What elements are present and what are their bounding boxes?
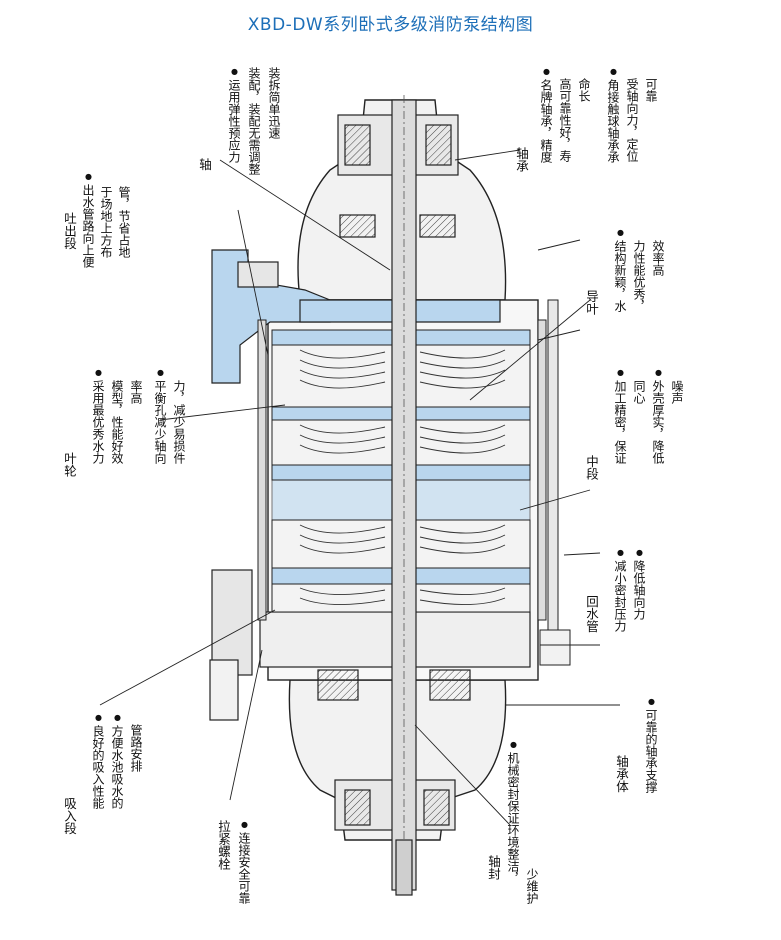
suction-text-1: 良好的吸入性能 xyxy=(88,713,108,809)
middle-text-3: 外壳厚实，降低 xyxy=(648,368,668,464)
guide-vane-text-3: 效率高 xyxy=(651,240,665,276)
shaft-seal-text-1: 机械密封保证环境整洁， xyxy=(503,740,523,884)
middle-text-4: 噪声 xyxy=(670,380,684,404)
impeller-text-4: 平衡孔减少轴向 xyxy=(150,368,170,464)
middle-section-label: 中段 xyxy=(584,455,599,480)
leader-lines xyxy=(99,149,620,826)
guide-vane-text-2: 力性能优秀， xyxy=(632,240,646,312)
diagram-title: XBD-DW系列卧式多级消防泵结构图 xyxy=(247,15,534,35)
bearing-text-3: 命长 xyxy=(577,78,591,102)
discharge-label: 吐出段 xyxy=(62,212,77,250)
pump-stages xyxy=(271,329,531,613)
middle-text-1: 加工精密，保证 xyxy=(610,368,630,464)
upper-bearing-housing xyxy=(337,114,459,238)
tie-bolt-label: 拉紧螺栓 xyxy=(216,820,231,870)
impeller-text-5: 力，减少易损件 xyxy=(172,380,186,464)
impeller-blades xyxy=(299,349,506,605)
shaft-label: 轴 xyxy=(197,158,212,171)
bearing-text-6: 可靠 xyxy=(644,78,658,102)
shaft-seal-text-2: 少维护 xyxy=(525,868,539,904)
shaft-text-2: 装配，装配无需调整 xyxy=(247,67,261,175)
middle-text-2: 同心 xyxy=(632,380,646,404)
shaft-seal-label: 轴封 xyxy=(486,855,501,880)
impeller-label: 叶轮 xyxy=(62,452,77,477)
bearing-label: 轴承 xyxy=(514,147,529,172)
bearing-body-text-1: 可靠的轴承支撑 xyxy=(641,697,661,793)
tie-bolts xyxy=(257,299,571,666)
bearing-text-4: 角接触球轴承承 xyxy=(603,67,623,163)
suction-label: 吸入段 xyxy=(62,797,77,835)
return-pipe-label: 回水管 xyxy=(584,595,599,633)
return-pipe-text-2: 降低轴向力 xyxy=(629,548,649,620)
impeller-text-3: 率高 xyxy=(129,380,143,404)
shaft-text-1: 运用弹性预应力 xyxy=(224,67,244,163)
guide-vane-label: 导叶 xyxy=(584,290,599,315)
impeller-text-1: 采用最优秀水力 xyxy=(88,368,108,464)
shaft xyxy=(391,95,417,896)
bearing-text-1: 名牌轴承，精度 xyxy=(536,67,556,163)
discharge-text-1: 出水管路向上便 xyxy=(78,172,98,268)
bearing-text-5: 受轴向力，定位 xyxy=(625,78,639,162)
discharge-text-2: 于场地上方布 xyxy=(99,186,113,258)
discharge-text-3: 管，节省占地 xyxy=(117,186,131,258)
bearing-body-label: 轴承体 xyxy=(614,755,629,793)
return-pipe-text-1: 减小密封压力 xyxy=(610,548,630,632)
impeller-text-2: 模型，性能好效 xyxy=(110,380,124,464)
suction-text-3: 管路安排 xyxy=(129,724,143,772)
suction-text-2: 方便水池吸水的 xyxy=(107,713,127,809)
shaft-text-3: 装拆简单迅速 xyxy=(267,67,281,139)
tie-bolt-text-1: 连接安全可靠 xyxy=(234,820,254,904)
guide-vane-text-1: 结构新颖，水 xyxy=(610,228,630,312)
bearing-text-2: 高可靠性好，寿 xyxy=(558,78,572,162)
